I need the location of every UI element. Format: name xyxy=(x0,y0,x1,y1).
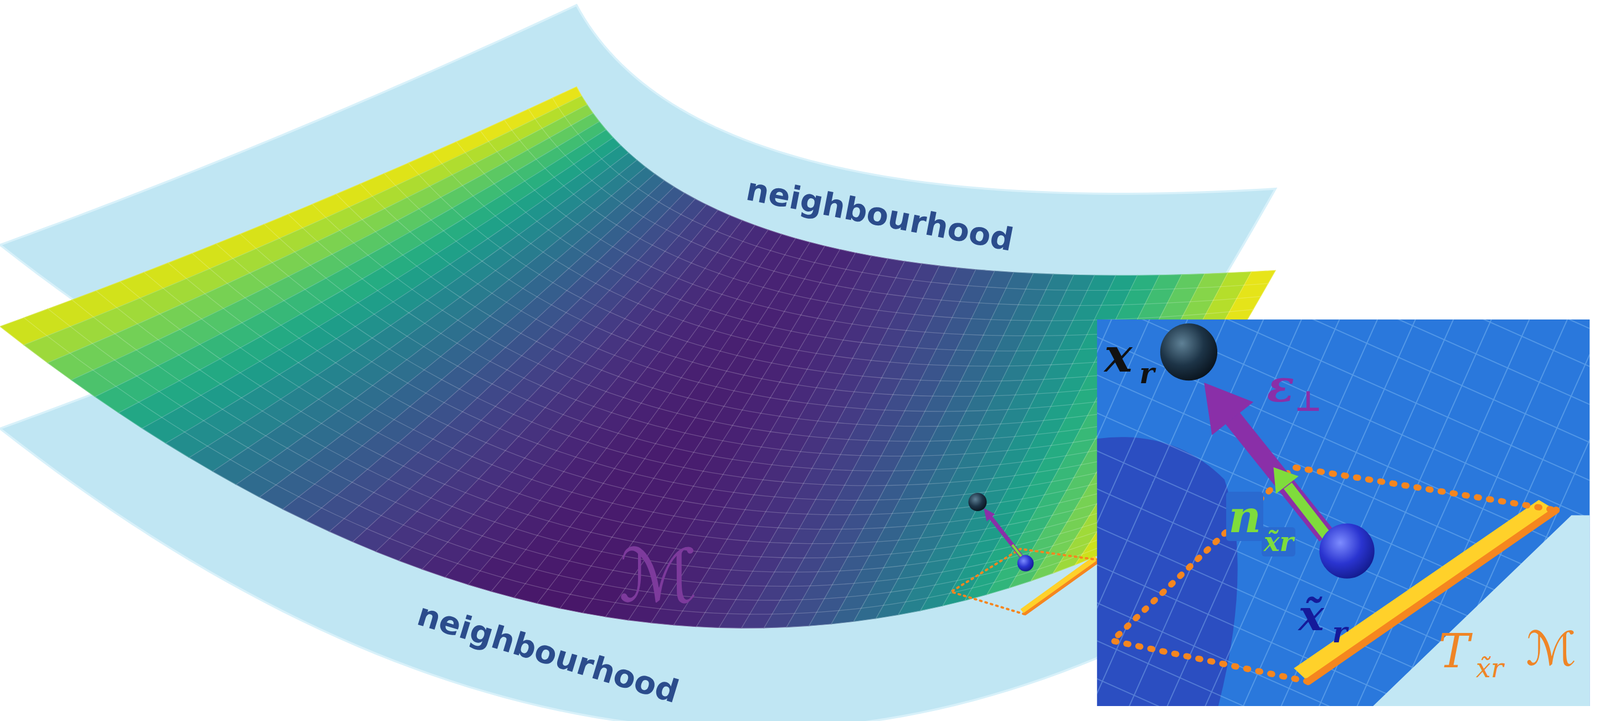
subscript-box: r xyxy=(1332,616,1348,649)
surface-grid-line xyxy=(467,225,755,585)
surface-grid-line xyxy=(552,98,1269,291)
manifold-symbol: ℳ xyxy=(619,536,698,617)
surface-grid-line xyxy=(360,183,1209,412)
surface-grid-line xyxy=(96,290,1128,573)
manifold-symbol: ℳ xyxy=(1525,623,1577,675)
surface-grid-line xyxy=(942,275,1116,606)
manifold-symbol-box: ℳ xyxy=(1525,623,1577,675)
surface-grid-line xyxy=(259,173,656,498)
tangent-space-label: T xyxy=(1438,625,1470,677)
surface-grid-line xyxy=(212,160,637,472)
point-ball xyxy=(1160,323,1218,381)
surface-grid-line xyxy=(528,109,1261,306)
surface-grid-line xyxy=(235,167,646,485)
surface-grid-line xyxy=(264,224,1179,471)
surface-grid-line xyxy=(306,186,675,521)
vector-label: n xyxy=(1226,491,1264,542)
surface-patch xyxy=(1243,270,1276,286)
point-marks xyxy=(950,492,1100,615)
tangent-edge xyxy=(1024,560,1100,615)
surface-grid-line xyxy=(192,253,1157,516)
surface-grid-line xyxy=(329,193,685,532)
subscript: x̃r xyxy=(1475,654,1504,684)
manifold-symbol-box: ℳ xyxy=(619,536,698,617)
subscript: r xyxy=(1332,616,1348,649)
arrow-head xyxy=(1273,467,1299,495)
vector-label-box: ε xyxy=(1267,361,1295,411)
surface-grid-line xyxy=(283,180,665,510)
subscript-box: x̃r xyxy=(1475,654,1504,684)
subscript: r xyxy=(1139,357,1155,390)
neighbourhood-band xyxy=(0,188,1276,721)
subscript: ⊥ xyxy=(1294,385,1322,418)
point-ball xyxy=(1017,554,1034,571)
surface-grid-line xyxy=(23,317,1105,615)
subscript: x̃r xyxy=(1261,527,1296,557)
surface-grid-line xyxy=(120,281,1135,559)
surface-grid-line xyxy=(168,263,1150,530)
point-label-box: x xyxy=(1104,329,1133,382)
neighbourhood-bands xyxy=(0,4,1276,721)
surface-grid-line xyxy=(0,86,577,327)
arrow-head xyxy=(1204,382,1254,436)
point-ball xyxy=(968,492,987,512)
surface-grid-line xyxy=(398,209,718,561)
point-label: x xyxy=(1104,329,1133,382)
vector-label-box: n xyxy=(1226,491,1264,542)
surface-grid-line xyxy=(352,198,696,542)
surface-grid-line xyxy=(215,243,1164,501)
region-label: neighbourhood xyxy=(743,171,1016,257)
surface-grid-line xyxy=(764,268,958,629)
surface-grid-line xyxy=(71,112,594,380)
surface-grid-line xyxy=(118,129,606,413)
surface-grid-line xyxy=(741,265,940,629)
normal-offset-arrow xyxy=(989,516,1024,559)
surface-grid-line xyxy=(312,204,1194,442)
point-ball xyxy=(1319,523,1375,579)
tangent-plane-outline xyxy=(950,548,1100,615)
surface-grid-line xyxy=(504,120,1254,321)
zoom-inset xyxy=(1097,319,1591,707)
surface-grid-line xyxy=(71,300,1120,587)
point-label-box: x̃ xyxy=(1298,591,1325,639)
point-label: x̃ xyxy=(1298,591,1325,639)
surface-grid-line xyxy=(0,326,1098,629)
surface-grid-line xyxy=(422,215,730,570)
surface-grid-line xyxy=(48,309,1113,601)
subscript-box: r xyxy=(1139,357,1155,390)
tangent-strip xyxy=(1293,500,1557,682)
surface-grid-line xyxy=(287,214,1186,457)
subscript-box: ⊥ xyxy=(1294,385,1322,418)
arrow-head xyxy=(983,508,995,522)
vector-label: ε xyxy=(1267,361,1295,411)
region-label-box: neighbourhood xyxy=(743,171,1016,257)
surface-grid-line xyxy=(23,95,582,346)
tangent-space-label-box: T xyxy=(1438,625,1470,677)
surface-grid-line xyxy=(336,193,1201,426)
surface-grid-line xyxy=(445,220,743,578)
surface-grid-line xyxy=(576,86,1276,276)
tangent-edge xyxy=(1308,510,1557,682)
tangent-plane-outline xyxy=(1112,467,1556,682)
surface-grid-line xyxy=(143,272,1142,544)
manifold-surface xyxy=(0,86,1276,629)
subscript-box: x̃r xyxy=(1261,527,1296,557)
surface-grid-line xyxy=(240,234,1172,486)
surface-grid-line xyxy=(165,145,621,444)
surface-grid-line xyxy=(718,263,922,628)
